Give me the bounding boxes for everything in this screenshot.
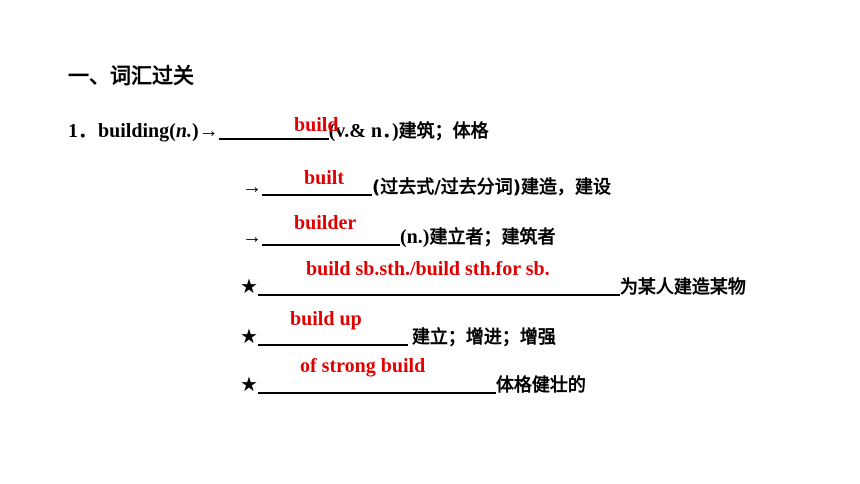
form-label: (过去式/过去分词) (372, 177, 522, 198)
star-icon: ★ (240, 274, 258, 298)
headword: building (98, 120, 170, 142)
vocab-line-4: ★ 为某人建造某物 (240, 272, 746, 302)
meaning: 为某人建造某物 (619, 277, 746, 298)
vocab-line-3: → (n.)建立者；建筑者 (242, 222, 555, 252)
vocab-line-6: ★ 体格健壮的 (240, 370, 586, 400)
headword-pos-close: ) (191, 120, 199, 142)
meaning: 建立；增进；增强 (411, 327, 556, 348)
answer-text: of strong build (300, 355, 426, 377)
headword-pos-open: ( (169, 120, 176, 142)
answer-text: build (294, 114, 339, 136)
answer-blank (262, 222, 400, 246)
answer-blank (257, 322, 408, 346)
answer-text: built (304, 167, 345, 189)
meaning: 体格健壮的 (495, 375, 586, 396)
section-heading: 一、词汇过关 (68, 64, 194, 88)
meaning: 建立者；建筑者 (429, 227, 556, 248)
answer-blank (257, 370, 496, 394)
arrow: → (242, 176, 262, 198)
answer-blank (262, 172, 372, 196)
star-icon: ★ (240, 372, 258, 396)
meaning: 建造，建设 (521, 177, 612, 198)
arrow: → (198, 120, 219, 142)
answer-text: builder (294, 212, 357, 234)
vocab-line-2: → (过去式/过去分词)建造，建设 (242, 172, 611, 202)
answer-blank (257, 272, 620, 296)
item-number: 1． (68, 120, 98, 142)
arrow: → (242, 226, 262, 248)
answer-text: build up (290, 308, 362, 330)
vocab-line-1: 1．building(n.)→ (v.& n．)建筑；体格 (68, 116, 489, 146)
pos-label: (v.& n．) (328, 120, 399, 142)
meaning: 建筑；体格 (398, 121, 489, 142)
answer-text: build sb.sth./build sth.for sb. (306, 258, 550, 280)
pos-label: (n.) (400, 226, 430, 248)
vocab-line-5: ★ 建立；增进；增强 (240, 322, 556, 352)
headword-pos: n. (175, 120, 192, 142)
star-icon: ★ (240, 324, 258, 348)
answer-blank (218, 116, 329, 140)
